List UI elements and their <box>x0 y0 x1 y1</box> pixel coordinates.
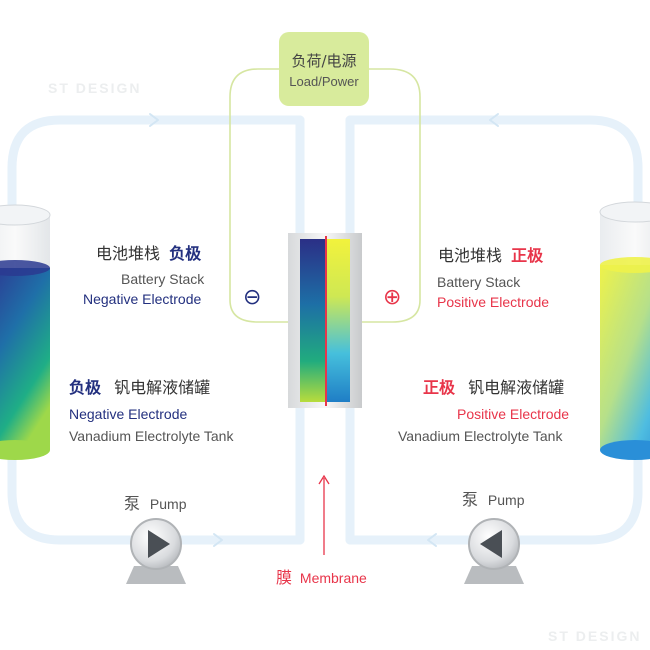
pipe-loop-left <box>7 115 305 545</box>
pump-right-play-icon <box>480 530 502 558</box>
load-en-label: Load/Power <box>289 73 359 89</box>
membrane-label: 膜 Membrane <box>276 568 367 587</box>
left-stack-cn-prefix: 电池堆栈 <box>96 244 161 263</box>
left-stack-en-role: Negative Electrode <box>83 291 202 307</box>
watermark-top: ST DESIGN <box>48 80 142 96</box>
left-tank-cn-role: 负极 <box>69 378 102 397</box>
left-stack-cn-role: 负极 <box>169 244 202 263</box>
pump-left-cn: 泵 <box>124 494 141 513</box>
pump-right <box>464 518 524 584</box>
left-tank-cn-name: 钒电解液储罐 <box>114 378 211 397</box>
load-cn-label: 负荷/电源 <box>291 51 357 70</box>
right-tank-en-role: Positive Electrode <box>457 406 570 422</box>
pump-right-en: Pump <box>487 492 525 508</box>
right-stack-en-name: Battery Stack <box>437 274 521 290</box>
membrane-arrow <box>318 474 330 555</box>
pump-right-cn: 泵 <box>462 490 479 509</box>
circuit-wire <box>229 68 421 323</box>
pump-left-en: Pump <box>149 496 187 512</box>
load-power-box: 负荷/电源 Load/Power <box>279 32 369 106</box>
membrane-en: Membrane <box>299 570 367 586</box>
right-tank-cn-role: 正极 <box>423 378 456 397</box>
right-tank-cn-name: 钒电解液储罐 <box>468 378 565 397</box>
left-tank-en-role: Negative Electrode <box>69 406 188 422</box>
left-stack-cn-label: 电池堆栈 负极 <box>96 244 201 263</box>
membrane-cn: 膜 <box>276 568 293 587</box>
right-tank-cn-label: 正极 钒电解液储罐 <box>423 378 564 397</box>
tank-left <box>0 204 51 460</box>
left-tank-cn-label: 负极 钒电解液储罐 <box>69 378 210 397</box>
pump-left <box>126 518 186 584</box>
left-tank-en-name: Vanadium Electrolyte Tank <box>69 428 234 444</box>
right-tank-en-name: Vanadium Electrolyte Tank <box>398 428 563 444</box>
pump-left-play-icon <box>148 530 170 558</box>
tank-right <box>599 201 650 460</box>
pump-right-label: 泵 Pump <box>462 490 524 509</box>
pipe-loop-right <box>345 115 643 545</box>
battery-stack <box>288 233 362 408</box>
right-stack-en-role: Positive Electrode <box>437 294 550 310</box>
positive-symbol-icon: ⊕ <box>383 284 402 309</box>
negative-symbol-icon: ⊖ <box>243 284 262 309</box>
right-stack-cn-label: 电池堆栈 正极 <box>438 246 543 265</box>
watermark-bottom: ST DESIGN <box>548 628 642 644</box>
right-stack-cn-role: 正极 <box>511 246 544 265</box>
left-stack-en-name: Battery Stack <box>121 271 205 287</box>
pump-left-label: 泵 Pump <box>124 494 186 513</box>
right-stack-cn-prefix: 电池堆栈 <box>438 246 503 265</box>
